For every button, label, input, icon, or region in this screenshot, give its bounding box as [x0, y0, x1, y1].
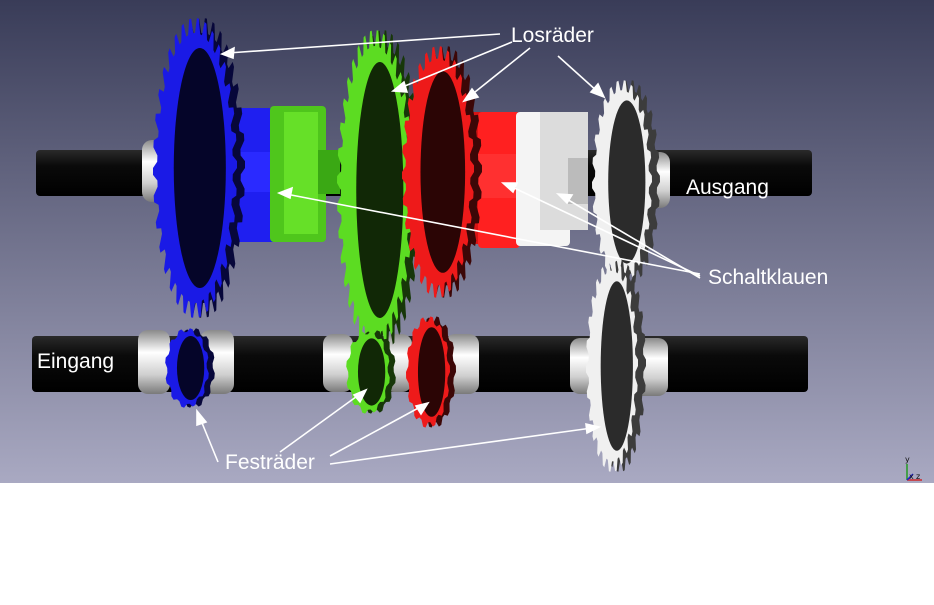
axis-triad-icon: y x z [905, 455, 922, 481]
gear-loose-green [337, 30, 421, 350]
gear-loose-blue [153, 18, 245, 318]
gear-fixed-white [586, 260, 646, 472]
gear-loose-white [592, 80, 660, 284]
axis-label-y: y [905, 455, 910, 464]
gear-set [153, 18, 660, 472]
annotation-arrows [196, 33, 701, 465]
axis-label-x: x [909, 472, 914, 481]
label-losraeder: Losräder [511, 24, 594, 47]
gear-fixed-blue [165, 328, 215, 408]
axis-label-z: z [916, 472, 920, 481]
gear-fixed-red [406, 316, 456, 428]
label-eingang: Eingang [37, 350, 114, 373]
label-festraeder: Festräder [225, 451, 315, 474]
label-schaltklauen: Schaltklauen [708, 266, 828, 289]
gear-fixed-green [346, 330, 396, 414]
label-ausgang: Ausgang [686, 176, 769, 199]
gearbox-diagram: Losräder Ausgang Schaltklauen Eingang Fe… [0, 0, 934, 483]
